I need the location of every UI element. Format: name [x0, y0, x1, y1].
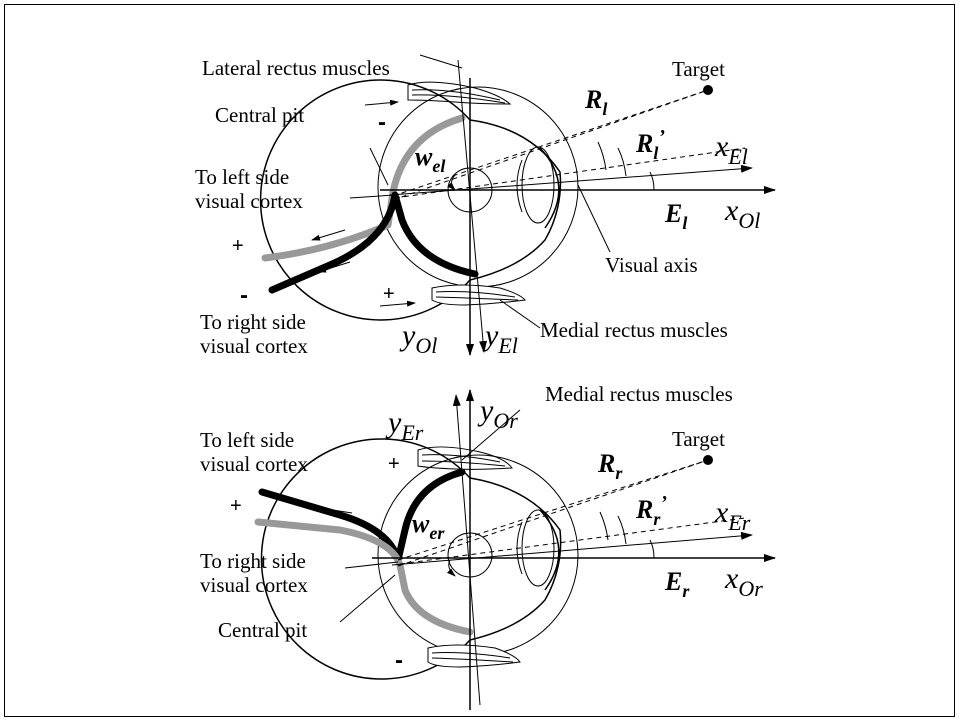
top-target-label: Target [672, 57, 725, 81]
label-y-Ol: yOl [399, 319, 437, 358]
y-El-axis [457, 59, 488, 353]
top-to-left-label-2: visual cortex [195, 189, 303, 213]
bottom-plus-sign-muscle: + [388, 453, 400, 475]
bottom-medial-rectus-label: Medial rectus muscles [545, 382, 733, 406]
left-target-dot [703, 85, 713, 95]
y-Er-axis [452, 394, 481, 706]
label-y-Or: yOr [477, 394, 518, 433]
label-y-Er: yEr [385, 406, 424, 445]
top-minus-sign-muscle: - [378, 109, 386, 136]
right-eyeball-outline [260, 438, 562, 680]
bottom-to-right-label-1: To right side [200, 549, 306, 573]
left-gray-nerve [261, 114, 466, 262]
symbol-E-l: El [664, 199, 687, 233]
left-cornea [539, 147, 560, 229]
label-y-El: yEl [482, 319, 518, 358]
right-cornea [539, 509, 560, 591]
bottom-to-right-label-2: visual cortex [200, 573, 308, 597]
left-eye-group [259, 54, 776, 356]
bottom-to-left-label-1: To left side [200, 428, 294, 452]
diagram-frame [4, 4, 955, 717]
R-l-arc [597, 141, 607, 171]
left-eyeball-outline [259, 79, 562, 321]
w-el-arrow [447, 174, 456, 191]
right-eye-group [254, 389, 776, 710]
right-target-dot [703, 455, 713, 465]
top-to-left-label-1: To left side [195, 165, 289, 189]
right-lens [521, 509, 555, 587]
top-medial-rectus-label: Medial rectus muscles [540, 318, 728, 342]
top-plus-sign-nerve: + [232, 235, 244, 257]
left-eye-inner-circle [377, 86, 579, 288]
label-x-El: xEl [714, 130, 748, 169]
E-l-arc [649, 171, 655, 191]
label-x-Or: xOr [724, 562, 763, 601]
bottom-plus-sign-nerve: + [230, 495, 242, 517]
symbol-R-l-prime: Rl’ [635, 126, 665, 163]
bottom-central-pit-label: Central pit [218, 618, 307, 642]
right-gray-nerve [254, 518, 474, 636]
symbol-R-l: Rl [584, 85, 607, 119]
E-r-arc [649, 539, 655, 559]
label-x-Ol: xOl [724, 194, 760, 233]
symbol-R-r: Rr [597, 449, 623, 483]
top-central-pit-label: Central pit [215, 103, 304, 127]
lateral-rectus-muscle-shape-bottom [427, 644, 521, 668]
bottom-minus-sign-muscle: - [395, 647, 403, 674]
visual-axis-label: Visual axis [605, 253, 698, 277]
symbol-w-el: wel [415, 142, 445, 176]
symbol-w-er: wer [412, 509, 445, 543]
top-plus-sign-muscle: + [383, 283, 395, 305]
top-minus-sign-nerve: - [240, 282, 248, 309]
x-Er-axis [391, 531, 753, 566]
symbol-E-r: Er [664, 567, 690, 601]
w-er-arrow [447, 559, 456, 577]
lateral-rectus-label: Lateral rectus muscles [202, 56, 390, 80]
top-to-right-label-1: To right side [200, 310, 306, 334]
top-to-right-label-2: visual cortex [200, 334, 308, 358]
R-r-arc [599, 511, 609, 541]
bottom-to-left-label-2: visual cortex [200, 452, 308, 476]
right-black-nerve [258, 468, 466, 564]
bottom-target-label: Target [672, 427, 725, 451]
visual-axis-line [392, 89, 709, 197]
label-x-Er: xEr [714, 496, 751, 535]
symbol-R-r-prime: Rr’ [635, 492, 667, 529]
lateral-rectus-muscle-shape [407, 81, 512, 105]
right-eye-inner-circle [377, 454, 579, 656]
